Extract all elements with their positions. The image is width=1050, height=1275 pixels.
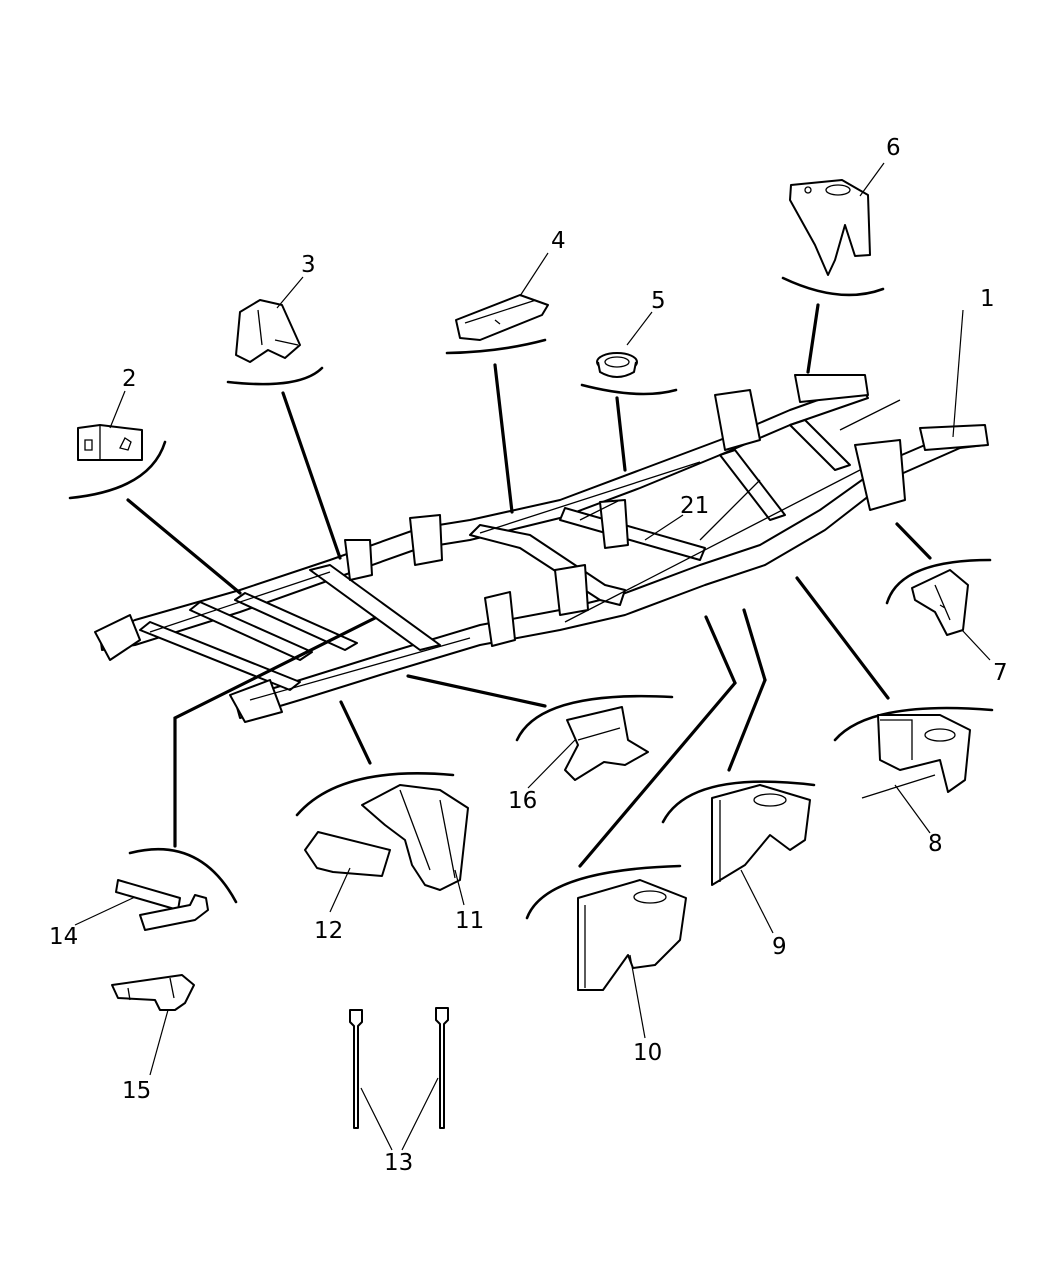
part-9-bracket <box>711 784 811 886</box>
part-5-ring <box>596 352 638 378</box>
part-14-bolt <box>115 879 209 931</box>
callout-12: 12 <box>314 918 343 944</box>
part-15-bolt <box>111 974 195 1011</box>
callout-16: 16 <box>508 788 537 814</box>
part-4-plate <box>455 294 549 341</box>
part-6-bracket <box>789 179 871 276</box>
arcs <box>68 276 994 920</box>
part-8-bracket <box>861 714 971 799</box>
part-10-bracket <box>577 879 687 991</box>
callout-11: 11 <box>455 908 484 934</box>
callout-2: 2 <box>122 366 137 392</box>
callout-leaders <box>74 162 991 1151</box>
callout-14: 14 <box>49 924 78 950</box>
part-12-bracket <box>304 831 391 877</box>
callout-labels: 1 2 3 4 5 6 7 8 9 10 11 12 13 14 15 16 2… <box>49 135 1008 1176</box>
part-13-bolts <box>349 1007 449 1129</box>
callout-15: 15 <box>122 1078 151 1104</box>
leader-lines <box>126 303 932 868</box>
part-3-bracket <box>235 299 301 363</box>
callout-8: 8 <box>928 831 943 857</box>
callout-9: 9 <box>772 934 787 960</box>
callout-5: 5 <box>651 288 666 314</box>
part-2-bracket <box>77 424 143 461</box>
part-7-bracket <box>911 569 969 636</box>
callout-1: 1 <box>980 286 995 312</box>
callout-10: 10 <box>633 1040 662 1066</box>
callout-13: 13 <box>384 1150 413 1176</box>
part-16-bracket <box>564 706 649 781</box>
callout-7: 7 <box>993 660 1008 686</box>
callout-21: 21 <box>680 493 709 519</box>
callout-4: 4 <box>551 228 566 254</box>
callout-6: 6 <box>886 135 901 161</box>
callout-3: 3 <box>301 252 316 278</box>
part-11-bracket <box>361 784 469 891</box>
frame-assembly <box>94 374 989 723</box>
